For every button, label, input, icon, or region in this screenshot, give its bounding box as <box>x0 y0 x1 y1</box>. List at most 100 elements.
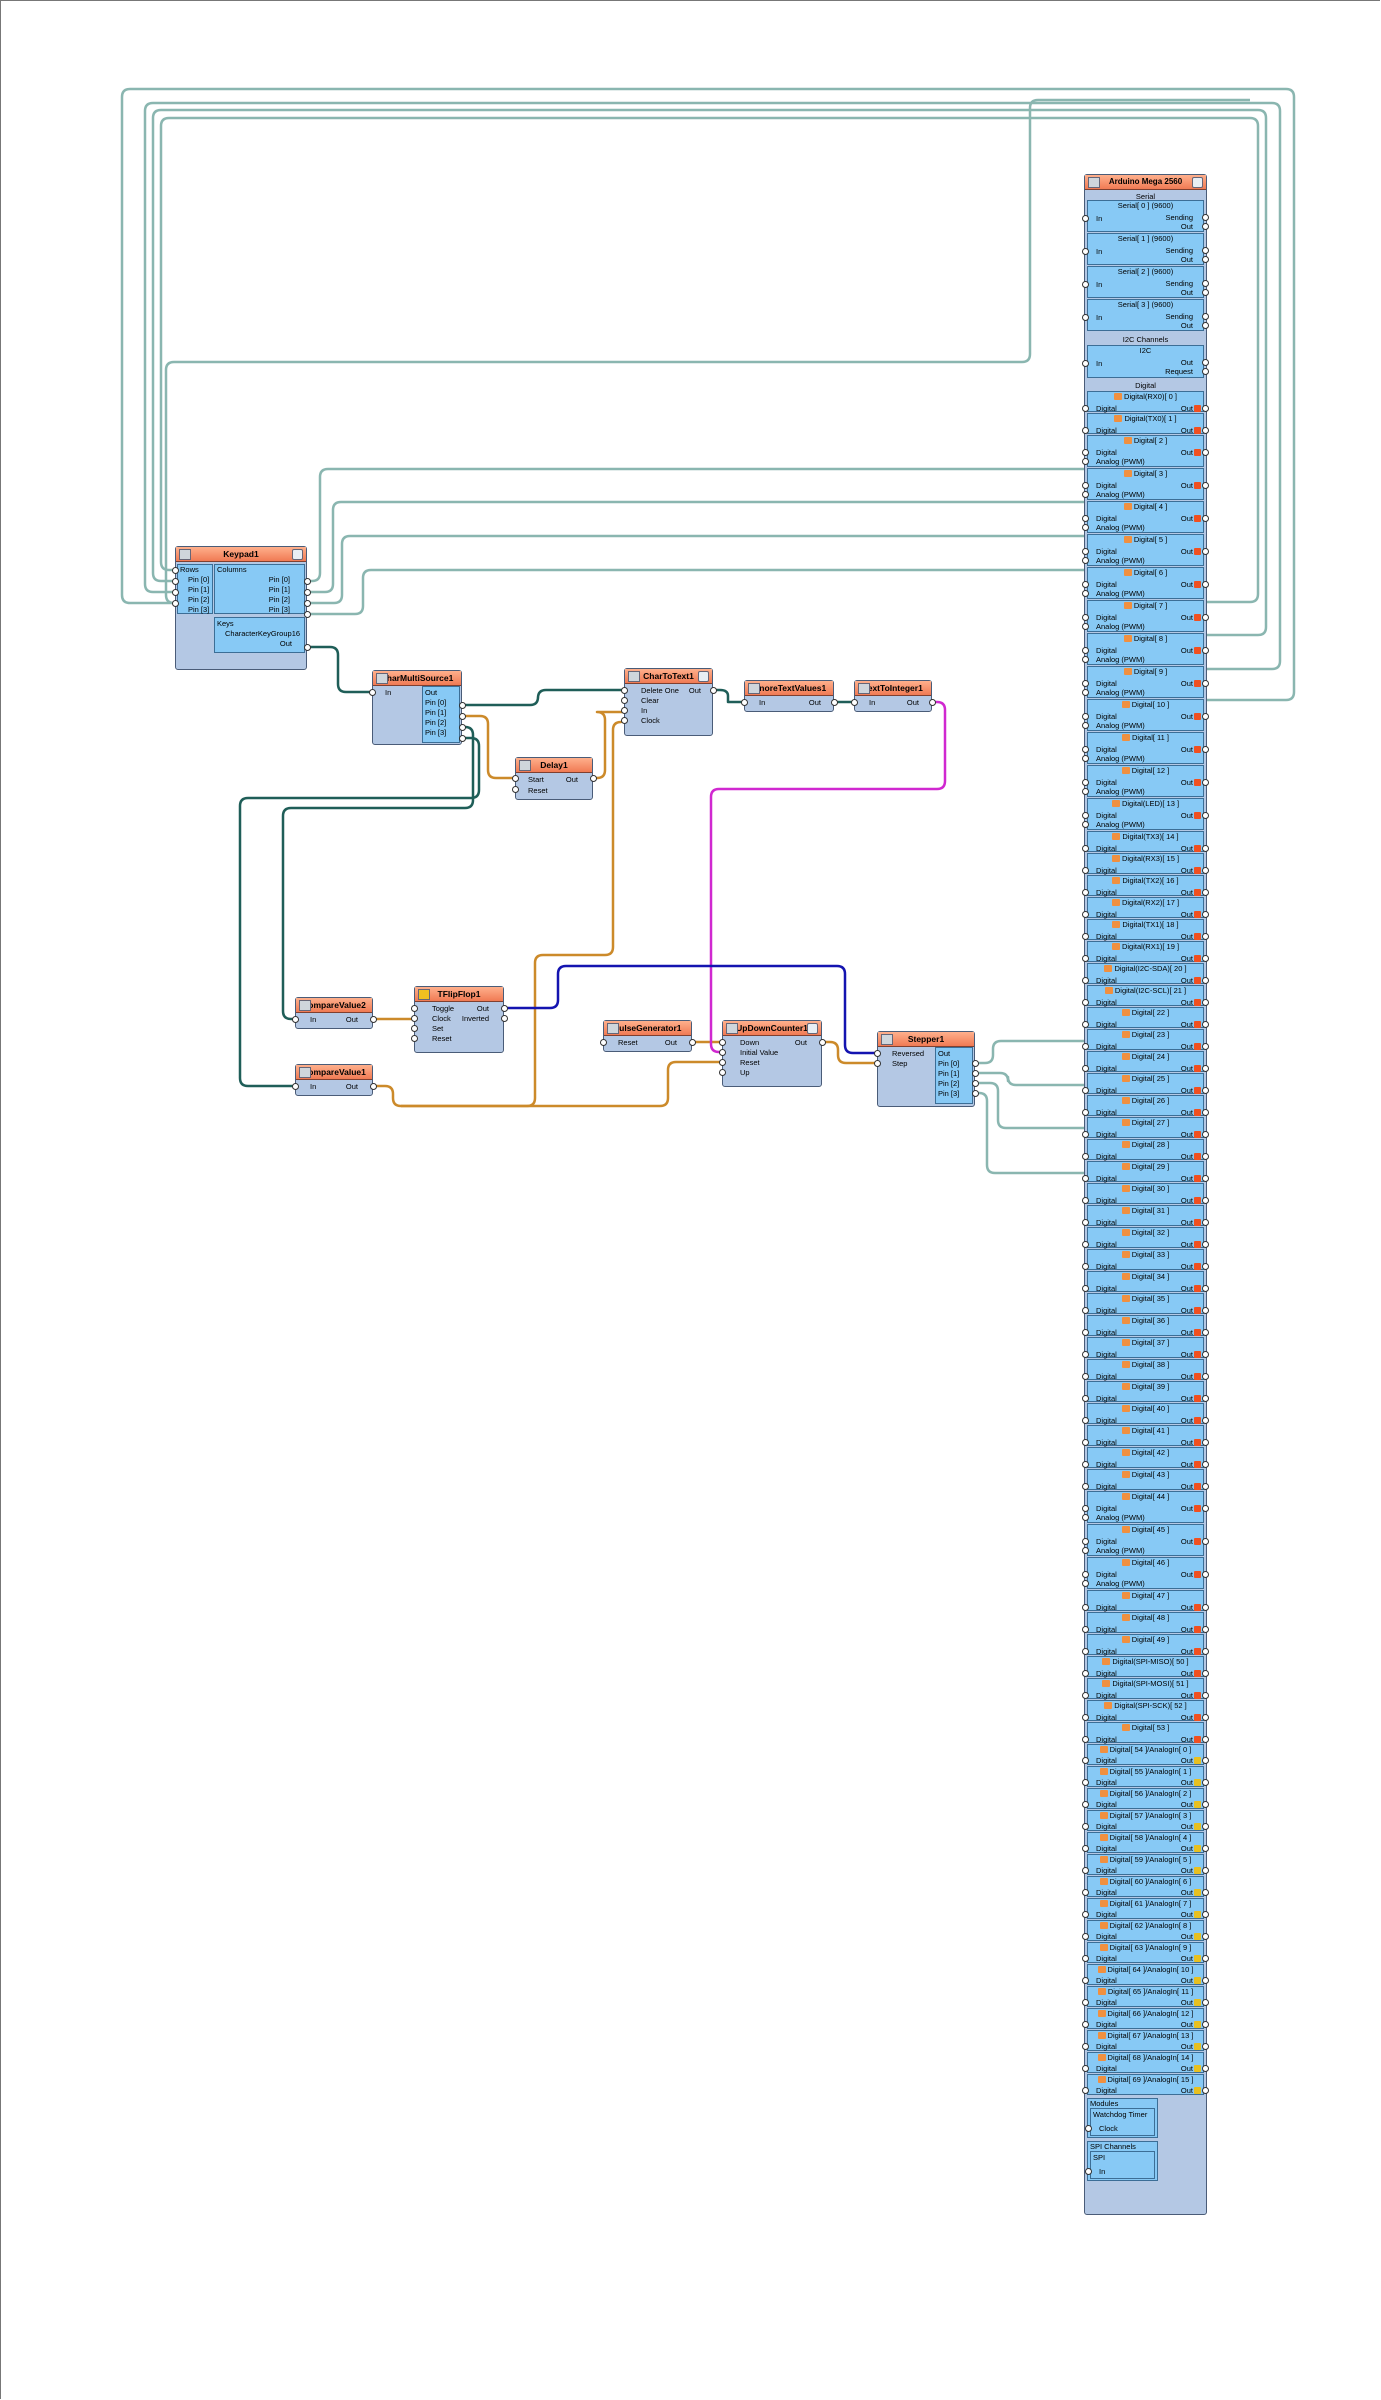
digital-in-pin[interactable] <box>1082 1571 1089 1578</box>
connection-pin[interactable] <box>501 1015 508 1022</box>
char-multi-source-header[interactable]: CharMultiSource1 <box>373 671 461 686</box>
wrench-icon[interactable] <box>807 1023 818 1034</box>
digital-out-pin[interactable] <box>1202 647 1209 654</box>
digital-in-pin[interactable] <box>1082 1867 1089 1874</box>
char-to-text-header[interactable]: CharToText1 <box>625 669 712 684</box>
serial-out-pin[interactable] <box>1202 256 1209 263</box>
text-to-integer-component[interactable]: TextToInteger1 In Out <box>854 680 932 712</box>
compare-value2-component[interactable]: CompareValue2 In Out <box>295 997 373 1029</box>
digital-in-pin[interactable] <box>1082 1692 1089 1699</box>
tflipflop-component[interactable]: TFlipFlop1 Toggle Clock Set Reset Out In… <box>414 986 504 1053</box>
connection-pin[interactable] <box>929 699 936 706</box>
digital-in-pin[interactable] <box>1082 1977 1089 1984</box>
digital-out-pin[interactable] <box>1202 845 1209 852</box>
watchdog-clock-pin[interactable] <box>1085 2125 1092 2132</box>
digital-out-pin[interactable] <box>1202 1538 1209 1545</box>
connection-pin[interactable] <box>590 775 597 782</box>
digital-out-pin[interactable] <box>1202 2087 1209 2094</box>
digital-out-pin[interactable] <box>1202 1087 1209 1094</box>
digital-out-pin[interactable] <box>1202 680 1209 687</box>
analog-in-pin[interactable] <box>1082 689 1089 696</box>
connection-pin[interactable] <box>304 611 311 618</box>
stepper-component[interactable]: Stepper1 Reversed Step Out Pin [0] Pin [… <box>877 1031 975 1107</box>
connection-pin[interactable] <box>621 717 628 724</box>
analog-in-pin[interactable] <box>1082 491 1089 498</box>
digital-out-pin[interactable] <box>1202 1571 1209 1578</box>
connection-pin[interactable] <box>459 713 466 720</box>
ignore-text-values-component[interactable]: IgnoreTextValues1 In Out <box>744 680 834 712</box>
digital-in-pin[interactable] <box>1082 1263 1089 1270</box>
analog-in-pin[interactable] <box>1082 623 1089 630</box>
digital-out-pin[interactable] <box>1202 1845 1209 1852</box>
digital-in-pin[interactable] <box>1082 999 1089 1006</box>
connection-pin[interactable] <box>292 1016 299 1023</box>
connection-pin[interactable] <box>411 1035 418 1042</box>
analog-in-pin[interactable] <box>1082 656 1089 663</box>
digital-in-pin[interactable] <box>1082 1911 1089 1918</box>
analog-in-pin[interactable] <box>1082 524 1089 531</box>
connection-pin[interactable] <box>172 600 179 607</box>
digital-out-pin[interactable] <box>1202 1692 1209 1699</box>
connection-pin[interactable] <box>621 707 628 714</box>
digital-out-pin[interactable] <box>1202 548 1209 555</box>
digital-out-pin[interactable] <box>1202 515 1209 522</box>
digital-out-pin[interactable] <box>1202 2043 1209 2050</box>
digital-out-pin[interactable] <box>1202 1977 1209 1984</box>
digital-in-pin[interactable] <box>1082 1461 1089 1468</box>
connection-pin[interactable] <box>972 1070 979 1077</box>
i2c-out-pin[interactable] <box>1202 359 1209 366</box>
connection-pin[interactable] <box>459 724 466 731</box>
serial-out-pin[interactable] <box>1202 322 1209 329</box>
digital-out-pin[interactable] <box>1202 867 1209 874</box>
digital-in-pin[interactable] <box>1082 1757 1089 1764</box>
digital-out-pin[interactable] <box>1202 812 1209 819</box>
digital-in-pin[interactable] <box>1082 1043 1089 1050</box>
stepper-header[interactable]: Stepper1 <box>878 1032 974 1047</box>
digital-in-pin[interactable] <box>1082 1329 1089 1336</box>
digital-out-pin[interactable] <box>1202 1889 1209 1896</box>
wrench-icon[interactable] <box>1192 177 1203 188</box>
digital-out-pin[interactable] <box>1202 449 1209 456</box>
digital-out-pin[interactable] <box>1202 1736 1209 1743</box>
connection-pin[interactable] <box>172 578 179 585</box>
char-to-text-component[interactable]: CharToText1 Delete One Clear In Clock Ou… <box>624 668 713 736</box>
digital-out-pin[interactable] <box>1202 1109 1209 1116</box>
connection-pin[interactable] <box>304 578 311 585</box>
digital-in-pin[interactable] <box>1082 1933 1089 1940</box>
connection-pin[interactable] <box>719 1059 726 1066</box>
digital-out-pin[interactable] <box>1202 779 1209 786</box>
digital-in-pin[interactable] <box>1082 812 1089 819</box>
digital-out-pin[interactable] <box>1202 405 1209 412</box>
serial-out-pin[interactable] <box>1202 223 1209 230</box>
digital-in-pin[interactable] <box>1082 1153 1089 1160</box>
digital-in-pin[interactable] <box>1082 1021 1089 1028</box>
connection-pin[interactable] <box>304 644 311 651</box>
digital-out-pin[interactable] <box>1202 1999 1209 2006</box>
digital-out-pin[interactable] <box>1202 1933 1209 1940</box>
connection-pin[interactable] <box>370 1083 377 1090</box>
analog-in-pin[interactable] <box>1082 755 1089 762</box>
connection-pin[interactable] <box>851 699 858 706</box>
analog-in-pin[interactable] <box>1082 1514 1089 1521</box>
updown-counter-component[interactable]: UpDownCounter1 Down Initial Value Reset … <box>722 1020 822 1087</box>
digital-out-pin[interactable] <box>1202 977 1209 984</box>
connection-pin[interactable] <box>292 1083 299 1090</box>
tflipflop-header[interactable]: TFlipFlop1 <box>415 987 503 1002</box>
digital-out-pin[interactable] <box>1202 911 1209 918</box>
